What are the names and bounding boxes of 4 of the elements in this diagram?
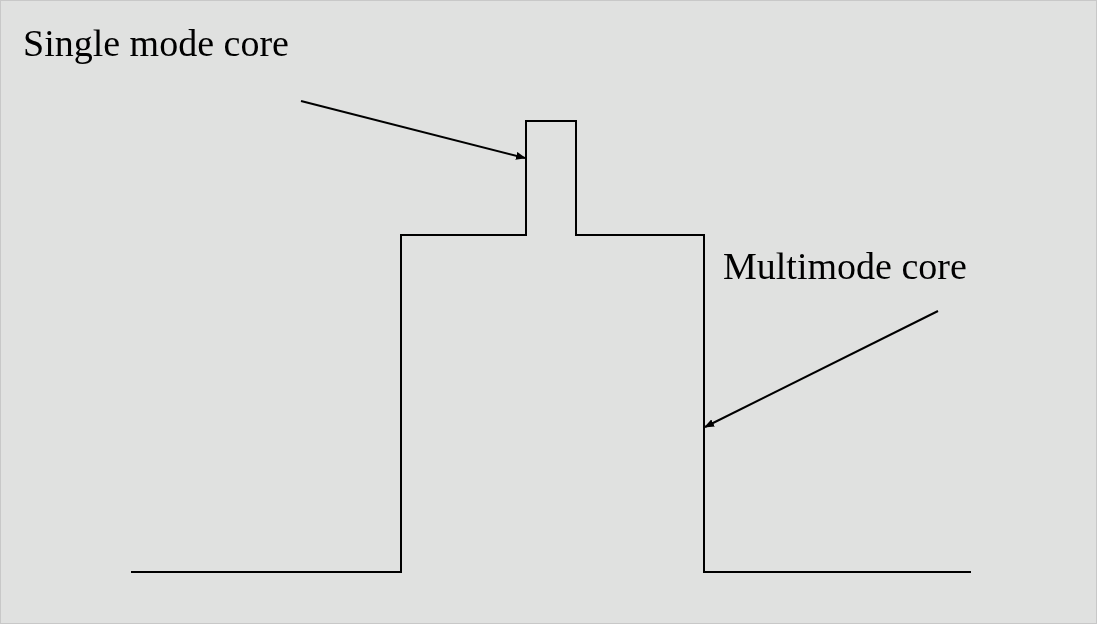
callout-label: Multimode core [723,244,967,288]
leader-line [300,100,526,160]
leader-line [704,310,939,428]
callout-label: Single mode core [23,21,289,65]
